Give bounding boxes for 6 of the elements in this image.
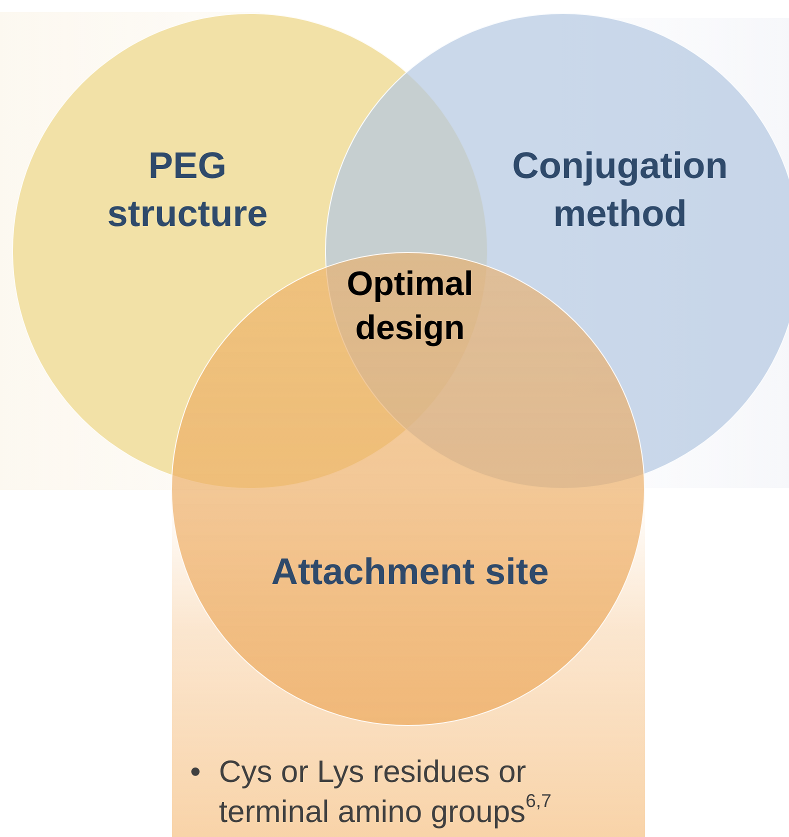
intersection-label: Optimal design bbox=[346, 264, 474, 349]
circle-label: Attachment site bbox=[270, 550, 550, 594]
bullet-text: Cys or Lys residues or terminal amino groups$^{6,7}$ bbox=[218, 753, 552, 831]
bullet-marker: • bbox=[190, 753, 201, 791]
circle-label: Conjugation method bbox=[511, 144, 729, 236]
circle-label: PEG structure bbox=[106, 144, 269, 236]
